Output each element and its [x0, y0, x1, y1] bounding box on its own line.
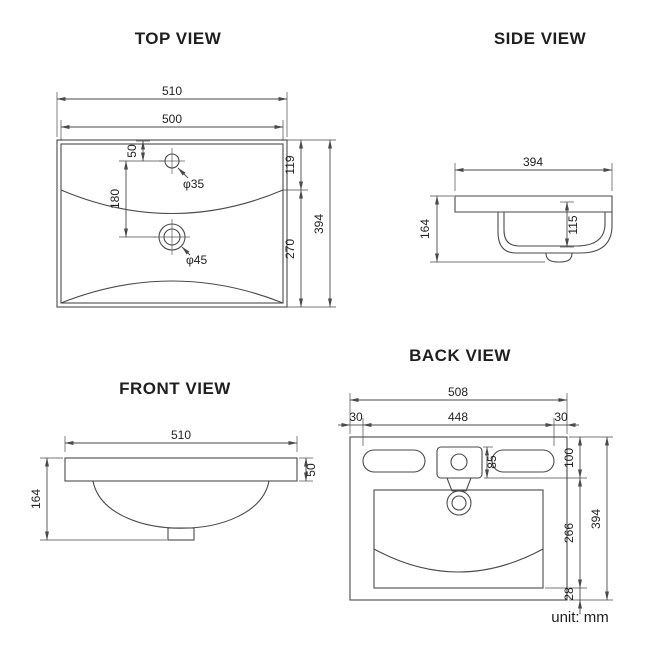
back-drain-outer — [446, 490, 472, 516]
faucet-dia-label: φ35 — [183, 177, 204, 191]
dim-label-510-front: 510 — [171, 428, 191, 442]
dim-label-266: 266 — [562, 523, 576, 543]
dim-label-394: 394 — [312, 214, 326, 234]
front-rim-slab — [64, 457, 298, 482]
dim-total-depth: 394 — [312, 139, 332, 308]
faucet-dia-callout: φ35 — [177, 167, 204, 191]
dim-label-119: 119 — [283, 155, 297, 174]
dim-back-width: 508 — [349, 385, 568, 434]
side-view: SIDE VIEW 394 164 115 — [418, 29, 613, 263]
drain-dia-label: φ45 — [186, 253, 207, 267]
dim-label-394-back: 394 — [589, 509, 603, 529]
top-view-title: TOP VIEW — [135, 29, 222, 48]
dim-label-164-side: 164 — [418, 219, 432, 239]
leader-line — [181, 246, 191, 256]
overflow-box — [436, 446, 483, 479]
dim-label-270: 270 — [283, 239, 297, 259]
dim-top-section: 100 — [484, 436, 613, 479]
front-view-title: FRONT VIEW — [119, 379, 231, 398]
dim-label-510: 510 — [162, 84, 182, 98]
dim-label-100: 100 — [562, 448, 576, 468]
bowl-wall-inner-contour — [503, 212, 606, 247]
dim-faucet-offset: 50 — [125, 140, 150, 162]
dim-label-50-front: 50 — [304, 463, 318, 477]
front-bowl-underside — [92, 480, 270, 529]
dim-front-width: 510 — [64, 428, 298, 452]
dim-middle-section: 266 — [545, 477, 587, 589]
dim-front-height: 164 — [29, 457, 167, 541]
leader-line — [177, 167, 189, 179]
dim-side-height: 164 — [418, 195, 545, 263]
dim-rim-to-bowl: 119 — [283, 139, 336, 191]
dim-label-30-right: 30 — [554, 410, 568, 424]
basin-outer-outline — [56, 139, 288, 308]
back-panel-outline — [349, 436, 568, 601]
dim-label-115: 115 — [566, 215, 580, 234]
side-profile-outline — [454, 195, 613, 254]
dim-rim-thickness: 50 — [299, 457, 318, 482]
dim-label-394-side: 394 — [523, 155, 543, 169]
dim-label-500: 500 — [162, 112, 182, 126]
dim-basin-inner-depth: 115 — [560, 201, 580, 248]
dim-bowl-length: 270 — [283, 189, 336, 308]
back-view-title: BACK VIEW — [409, 346, 511, 365]
bowl-bottom-curve — [60, 280, 284, 304]
dim-label-508: 508 — [448, 385, 468, 399]
dim-label-28: 28 — [562, 587, 576, 601]
front-drain-fitting — [167, 527, 195, 541]
dim-back-total-height: 394 — [589, 436, 609, 601]
back-bowl-curve — [373, 548, 544, 573]
dim-label-85: 85 — [485, 455, 499, 469]
drain-dia-callout: φ45 — [181, 246, 207, 267]
overflow-hole — [450, 453, 468, 471]
dim-label-448: 448 — [448, 410, 468, 424]
dim-outer-width: 510 — [56, 84, 288, 137]
bowl-top-curve — [60, 189, 284, 215]
dim-label-30-left: 30 — [349, 410, 363, 424]
back-drain-inner — [451, 495, 467, 511]
dim-faucet-to-drain: 180 — [108, 160, 165, 238]
overflow-neck — [446, 477, 472, 492]
dim-label-50: 50 — [125, 144, 139, 158]
dim-slot-chain: 30 448 30 — [338, 410, 579, 446]
drain-stub — [545, 252, 573, 263]
dim-inner-width: 500 — [60, 112, 284, 141]
dim-label-180: 180 — [108, 189, 122, 209]
back-view: BACK VIEW 508 30 448 30 — [338, 346, 613, 614]
top-view: TOP VIEW φ35 φ45 510 — [56, 29, 336, 308]
unit-label: unit: mm — [551, 609, 609, 626]
back-bowl-outline — [373, 489, 544, 589]
mounting-slot-left — [362, 449, 426, 473]
dim-overflow-height: 85 — [483, 446, 499, 479]
side-view-title: SIDE VIEW — [494, 29, 587, 48]
basin-inner-rim — [60, 143, 284, 304]
dim-side-depth: 394 — [454, 155, 613, 191]
front-view: FRONT VIEW 510 50 164 — [29, 379, 318, 541]
dim-label-164-front: 164 — [29, 489, 43, 509]
mounting-slot-right — [491, 449, 555, 473]
